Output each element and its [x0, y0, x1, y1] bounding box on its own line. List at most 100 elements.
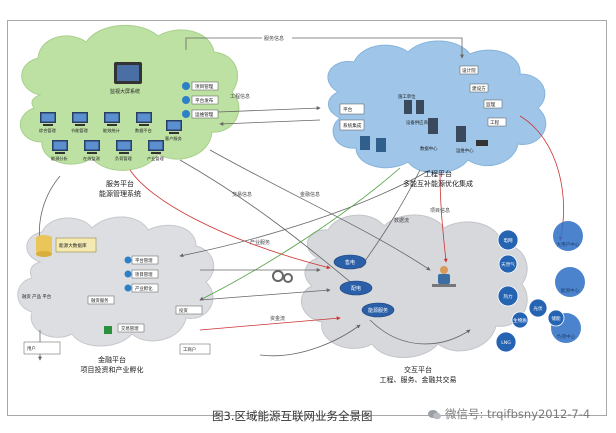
- right-node-label: 储能: [551, 315, 561, 322]
- workstation-icon: [52, 140, 68, 154]
- line-label-f: 项目信息: [430, 207, 450, 214]
- service-platform-line1: 服务平台: [106, 179, 134, 188]
- watermark-text: 微信号: trqifbsny2012-7-4: [445, 407, 591, 421]
- workstation-icon: [104, 112, 120, 126]
- interaction-platform-line1: 交互平台: [404, 365, 432, 374]
- workstation-label: 综合管理: [39, 127, 57, 134]
- blue-label-b4: 工程: [490, 119, 500, 126]
- database-label-box: [55, 237, 97, 253]
- grey-label-s5: 投资: [179, 307, 188, 314]
- grey-left-boxes: [87, 255, 203, 334]
- right-labels: 大用户中心 能源中心 负荷中心: [557, 241, 580, 340]
- right-label-1: 能源中心: [561, 287, 580, 294]
- interaction-platform-line2: 工程、服务、金融共交易: [380, 375, 457, 384]
- blue-label-b2: 建设方: [472, 85, 486, 92]
- left-side-text: 融资 产品 平台: [22, 293, 52, 300]
- line-label-a: 服务信息: [264, 35, 284, 42]
- right-node: [528, 298, 548, 318]
- line-label-e: 数据流: [394, 217, 409, 224]
- wechat-icon: [428, 409, 441, 420]
- right-node: [497, 285, 519, 307]
- service-platform-line2: 能源管理系统: [99, 189, 141, 198]
- right-node-label: 热力: [503, 293, 513, 300]
- workstation-icon: [116, 140, 132, 154]
- hub-node: [339, 280, 373, 296]
- right-label-2: 负荷中心: [557, 333, 576, 340]
- hub-node: [361, 302, 395, 318]
- gear-icon: [272, 270, 293, 283]
- green-box1-label: 项目管理: [195, 83, 214, 90]
- workstation-label: 能效统计: [103, 127, 120, 134]
- database-icon: [36, 235, 52, 257]
- grey-label-s7: 用户: [27, 345, 36, 352]
- right-node-label: LNG: [501, 340, 511, 346]
- hub-circle: [555, 267, 585, 297]
- connection-lines: [38, 37, 565, 361]
- workstation-group: 综合管理节能管理能效统计数据平台能源分析在线监测负荷管理产业管理客户服务: [39, 112, 183, 162]
- workstation-label: 客户服务: [165, 135, 183, 142]
- grey-label-s3: 产业孵化: [135, 285, 153, 292]
- monitor-wall-icon: [114, 62, 142, 84]
- workstation-label: 在线监测: [83, 155, 100, 162]
- workstation-icon: [40, 112, 56, 126]
- workstation-icon: [166, 120, 182, 134]
- hub-node: [333, 254, 367, 270]
- line-label-h: 资金流: [270, 315, 285, 322]
- blue-label-b7: 数据中心: [420, 145, 438, 152]
- figure-caption: 图3.区域能源互联网业务全景图: [212, 409, 373, 423]
- workstation-label: 负荷管理: [115, 155, 133, 162]
- right-node: [511, 311, 529, 329]
- blue-label-b1: 设计院: [462, 67, 476, 74]
- right-label-0: 大用户中心: [557, 241, 580, 248]
- workstation-icon: [136, 112, 152, 126]
- person-icon: [432, 266, 456, 287]
- right-node-label: 电网: [503, 237, 513, 244]
- grey-label-s6: 交易管理: [121, 325, 139, 332]
- blue-label-b6: 设备供应商: [406, 119, 429, 126]
- workstation-label: 数据平台: [135, 127, 152, 134]
- diagram-frame: [7, 20, 607, 416]
- right-node-label: 生物质: [513, 317, 527, 324]
- line-label-g: 产业服务: [250, 239, 270, 246]
- hub-node-label: 能源服务: [368, 307, 388, 314]
- right-node: [495, 331, 517, 353]
- watermark: 微信号: trqifbsny2012-7-4: [428, 406, 590, 422]
- blue-label-b3: 监理: [486, 101, 496, 108]
- right-node-label: 光伏: [533, 305, 543, 312]
- workstation-icon: [84, 140, 100, 154]
- right-node: [498, 254, 518, 274]
- line-label-c: 交易信息: [232, 191, 252, 198]
- green-box2-label: 平台发布: [195, 97, 214, 104]
- right-node: [547, 309, 565, 327]
- line-label-d: 金融信息: [300, 191, 320, 198]
- blue-label-b9: 平台: [343, 106, 353, 113]
- grey-label-s4: 融资服务: [91, 297, 109, 304]
- green-box3-label: 运维管理: [195, 111, 214, 118]
- workstation-icon: [72, 112, 88, 126]
- blue-label-b8: 运维中心: [456, 147, 474, 154]
- right-node: [497, 229, 519, 251]
- engineering-platform-line2: 多能互补能源优化集成: [403, 179, 473, 188]
- monitor-wall-label: 监视大屏系统: [110, 88, 140, 95]
- engineering-platform-line1: 工程平台: [424, 169, 452, 178]
- finance-platform-line2: 项目投资和产业孵化: [81, 365, 144, 374]
- left-side-box: [23, 341, 211, 355]
- grey-cloud-right: [301, 214, 528, 358]
- workstation-label: 能源分析: [51, 155, 68, 162]
- grey-label-s2: 项目管理: [135, 271, 153, 278]
- green-cloud: [19, 24, 240, 171]
- finance-platform-line1: 金融平台: [98, 355, 126, 364]
- workstation-label: 产业管理: [147, 155, 165, 162]
- blue-cloud-boxes: [339, 65, 507, 131]
- hub-circle: [553, 221, 583, 251]
- right-node-label: 天然气: [501, 261, 515, 268]
- workstation-icon: [148, 140, 164, 154]
- blue-label-b5: 施工单位: [398, 93, 416, 100]
- server-rack-icons: [360, 100, 488, 152]
- grey-label-s8: 工商户: [183, 346, 196, 353]
- hub-node-label: 配电: [351, 285, 361, 292]
